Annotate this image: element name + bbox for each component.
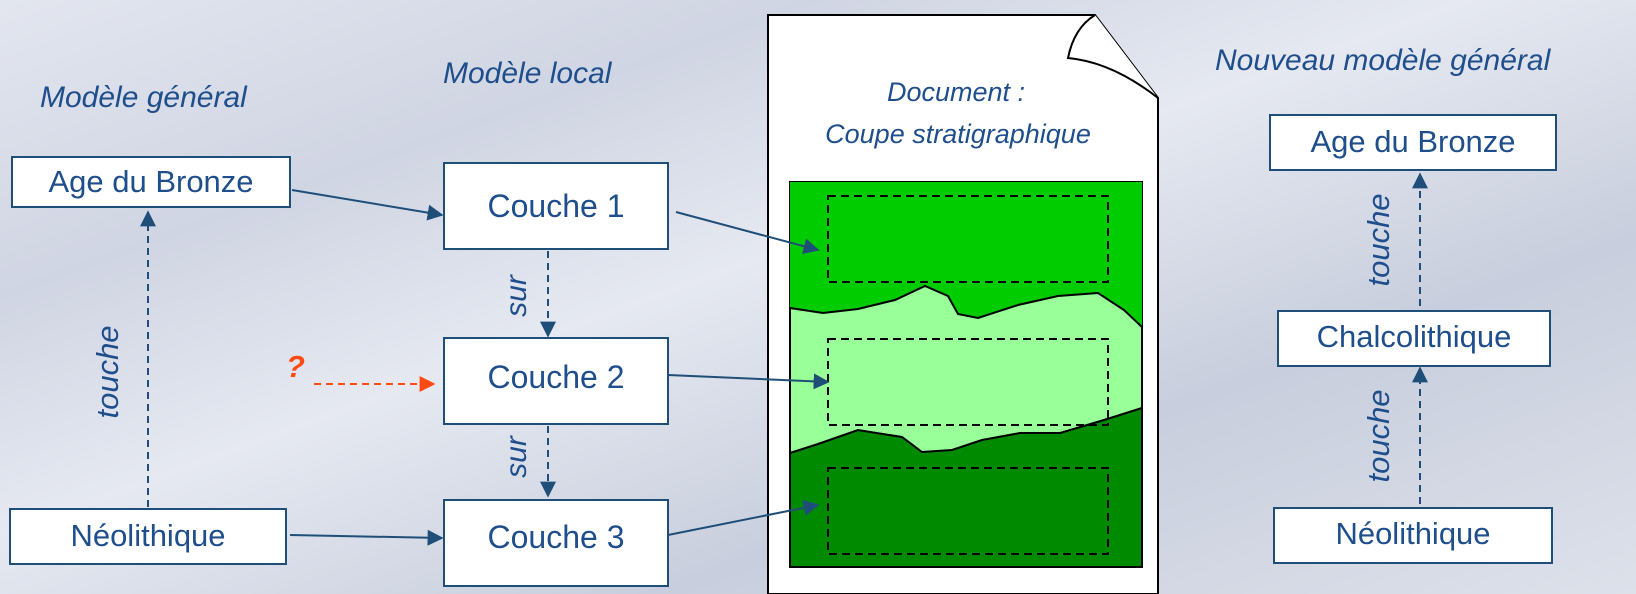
local-node-layer2[interactable]: Couche 2: [443, 337, 669, 425]
general-node-bronze[interactable]: Age du Bronze: [11, 156, 291, 208]
link-neolithic-to-layer3: [289, 529, 444, 546]
local-model-title: Modèle local: [443, 57, 613, 90]
question-mark: ?: [286, 349, 305, 384]
local-node-layer2-label: Couche 2: [488, 359, 625, 395]
page-curl-icon: [1066, 14, 1159, 99]
new-node-chalcolithic-label: Chalcolithique: [1317, 319, 1512, 354]
new-node-bronze-label: Age du Bronze: [1310, 124, 1515, 159]
layer-middle-fill: [789, 284, 1143, 455]
local-node-layer1[interactable]: Couche 1: [443, 162, 669, 250]
layer-top-fill: [790, 182, 1142, 327]
local-node-layer3[interactable]: Couche 3: [443, 499, 669, 587]
local-relation-label-1-2: sur: [500, 274, 533, 317]
document-title-line2: Coupe stratigraphique: [825, 119, 1091, 149]
document-title-line1: Document :: [887, 77, 1025, 107]
general-node-bronze-label: Age du Bronze: [48, 164, 253, 199]
new-node-neolithic[interactable]: Néolithique: [1273, 507, 1553, 564]
link-layer1-to-section: [675, 211, 820, 255]
new-relation-label-lower: touche: [1361, 389, 1396, 482]
layer-top-frame: [827, 195, 1109, 283]
general-model-title: Modèle général: [40, 81, 248, 114]
local-node-layer1-label: Couche 1: [488, 188, 625, 224]
local-node-layer3-label: Couche 3: [488, 519, 625, 555]
link-bronze-to-layer1: [291, 189, 444, 221]
new-relation-label-upper: touche: [1361, 193, 1396, 286]
general-node-neolithic-label: Néolithique: [70, 518, 225, 553]
new-node-bronze[interactable]: Age du Bronze: [1269, 114, 1557, 171]
layer-bottom-frame: [827, 467, 1109, 555]
new-node-chalcolithic[interactable]: Chalcolithique: [1277, 310, 1551, 367]
new-model-title: Nouveau modèle général: [1215, 44, 1552, 77]
general-node-neolithic[interactable]: Néolithique: [9, 508, 287, 565]
general-relation-label: touche: [90, 325, 125, 418]
new-node-neolithic-label: Néolithique: [1335, 516, 1490, 551]
stratigraphic-section: [789, 181, 1143, 568]
local-relation-label-2-3: sur: [500, 435, 533, 478]
link-layer3-to-section: [667, 499, 820, 536]
link-layer2-to-section: [667, 373, 830, 390]
